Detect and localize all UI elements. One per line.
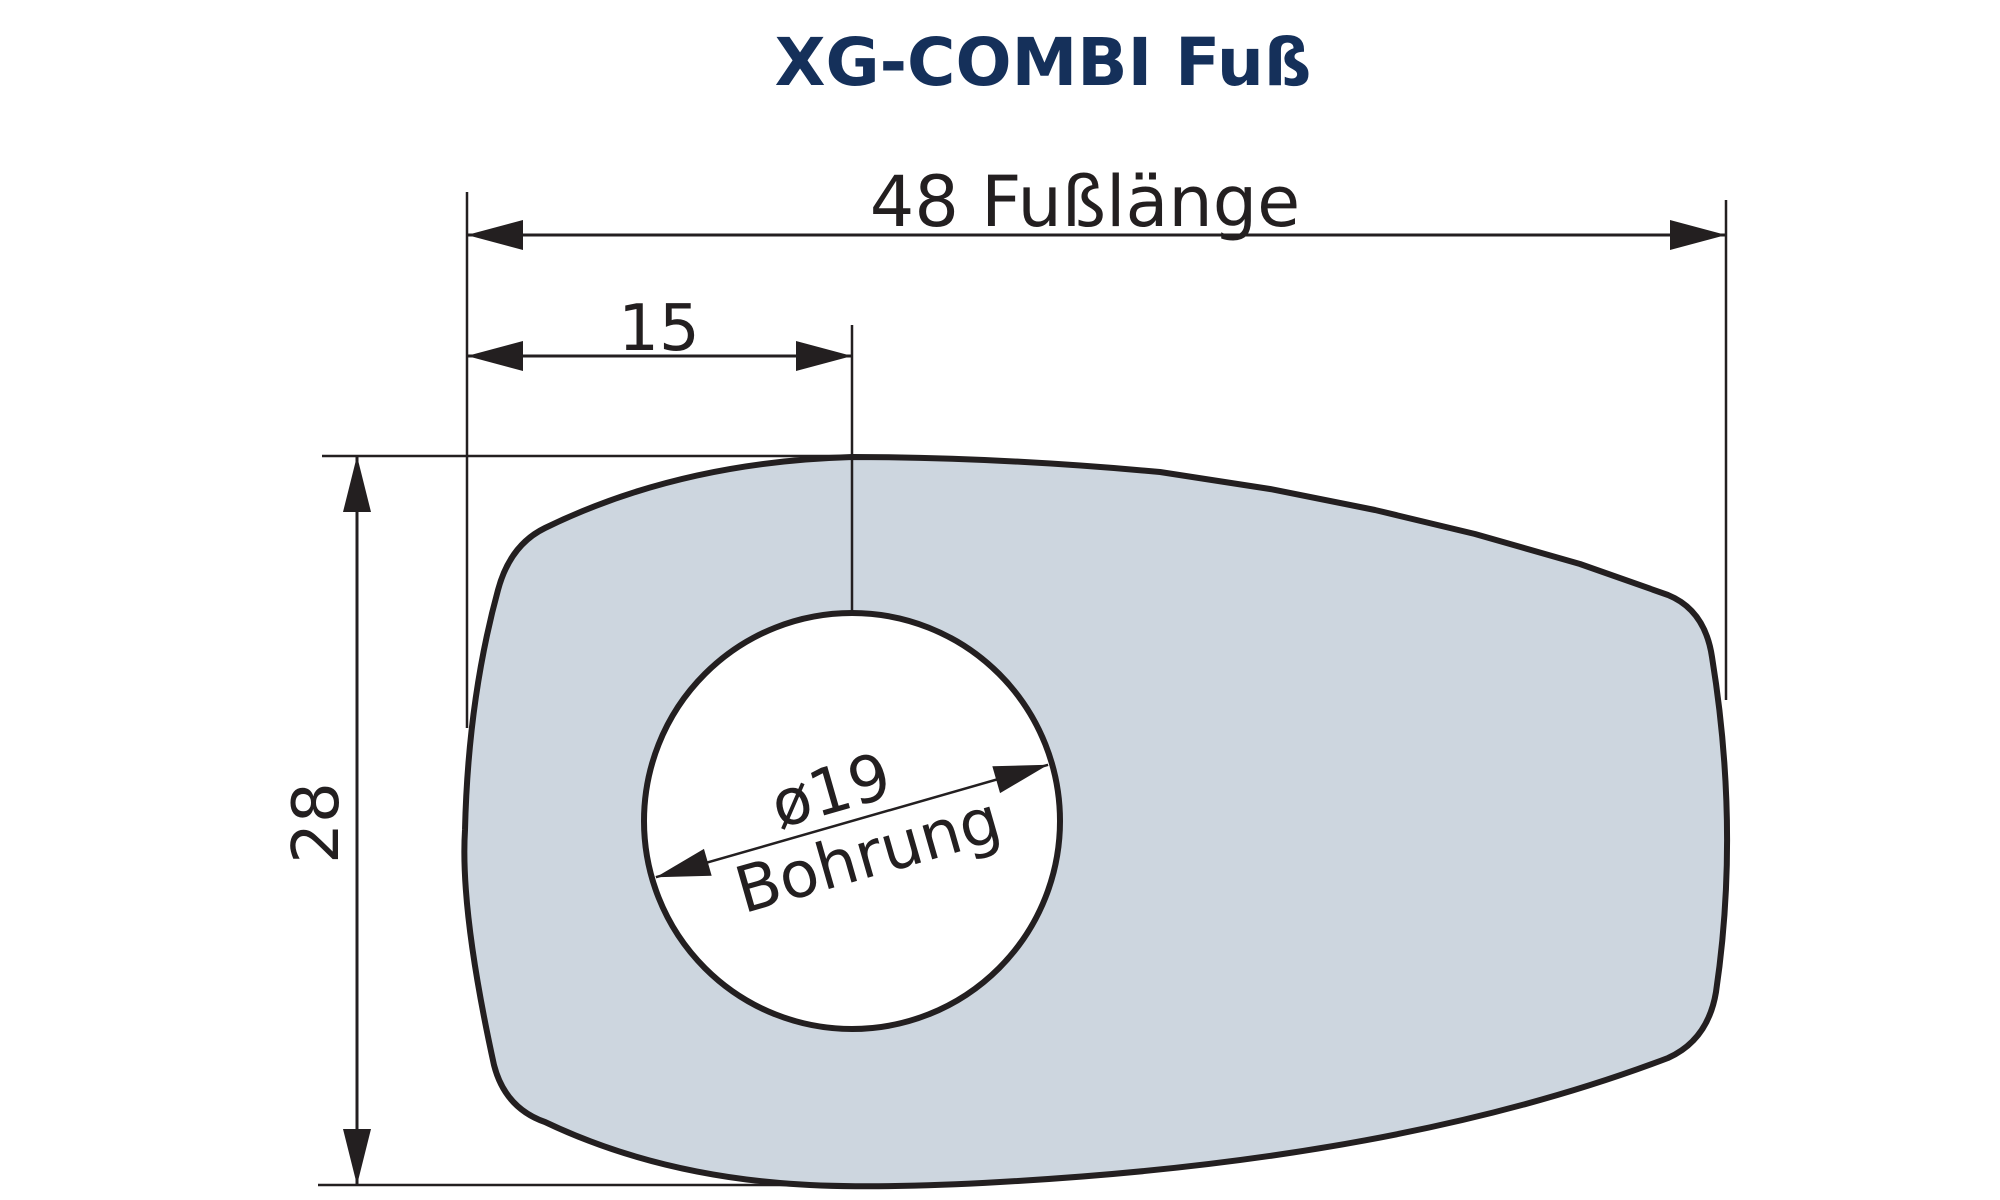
- arrowhead-left-icon: [655, 848, 712, 878]
- arrowhead-left-icon: [467, 341, 523, 371]
- length-dimension: 48 Fußlänge: [467, 161, 1726, 250]
- height-dimension: 28: [280, 456, 371, 1185]
- hole-offset-label: 15: [618, 292, 699, 366]
- arrowhead-right-icon: [1670, 220, 1726, 250]
- drawing-title: XG-COMBI Fuß: [775, 24, 1312, 101]
- height-label: 28: [280, 782, 354, 863]
- arrowhead-down-icon: [343, 1129, 371, 1185]
- arrowhead-up-icon: [343, 456, 371, 512]
- arrowhead-right-icon: [796, 341, 852, 371]
- arrowhead-left-icon: [467, 220, 523, 250]
- hole-offset-dimension: 15: [467, 292, 852, 371]
- arrowhead-right-icon: [992, 764, 1049, 794]
- length-label: 48 Fußlänge: [870, 161, 1300, 243]
